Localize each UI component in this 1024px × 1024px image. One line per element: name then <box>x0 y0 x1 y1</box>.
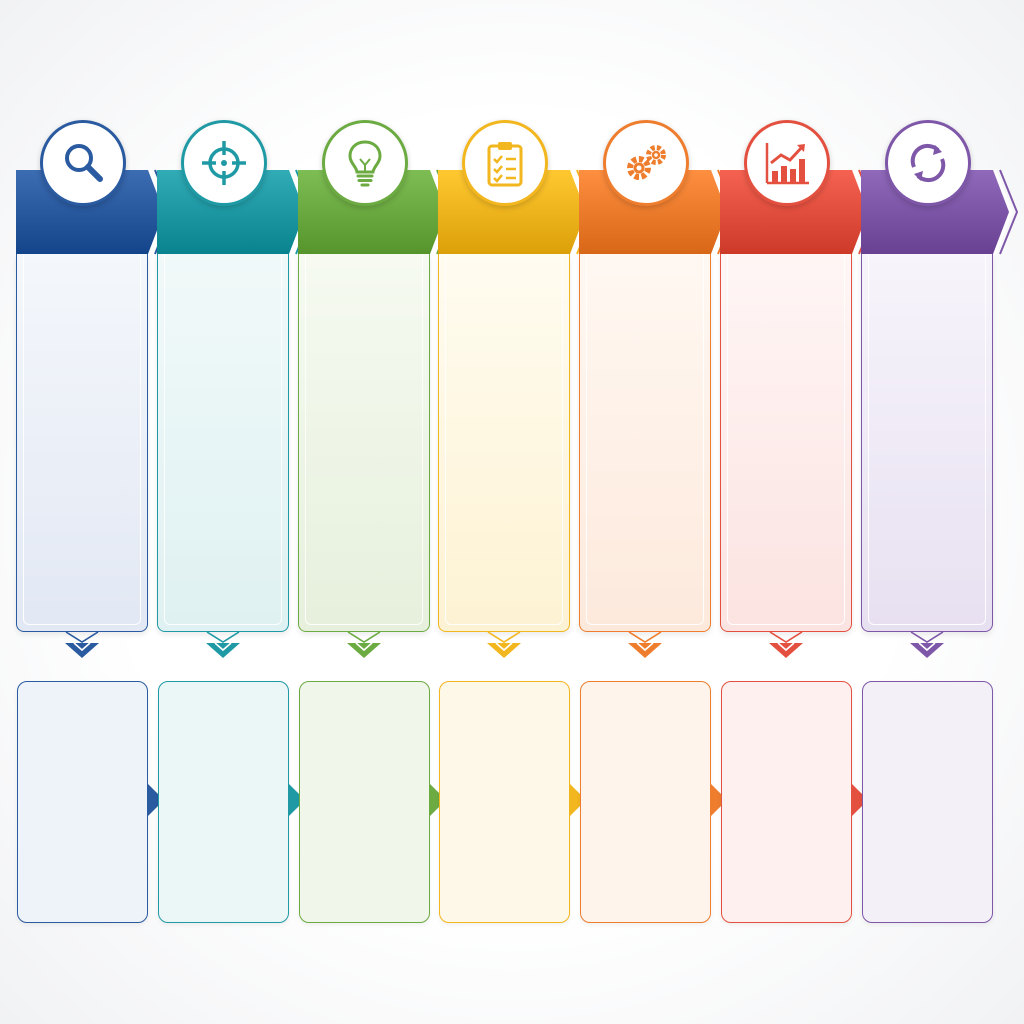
step-icon-badge <box>462 120 549 206</box>
right-arrow-icon <box>147 783 164 817</box>
step-icon-badge <box>321 120 408 206</box>
step-content-column <box>438 254 571 632</box>
process-step-4 <box>438 0 596 1024</box>
step-content-column <box>720 254 852 632</box>
step-icon-badge <box>40 120 126 206</box>
step-icon-badge <box>884 120 971 206</box>
clipboard-checklist-icon <box>487 142 523 187</box>
process-step-3 <box>297 0 455 1024</box>
right-arrow-icon <box>428 783 446 817</box>
refresh-cycle-icon <box>910 143 946 183</box>
down-arrow-icon <box>487 631 522 658</box>
process-step-1 <box>16 0 174 1024</box>
right-arrow-icon <box>287 783 305 817</box>
step-detail-box <box>580 681 712 923</box>
down-arrow-icon <box>205 631 240 658</box>
gears-icon <box>627 145 667 180</box>
right-arrow-icon <box>851 783 868 817</box>
process-step-7 <box>860 0 1018 1024</box>
process-step-2 <box>156 0 314 1024</box>
step-icon-badge <box>180 120 267 206</box>
down-arrow-icon <box>769 631 803 658</box>
step-detail-box <box>298 681 430 923</box>
step-detail-box <box>861 681 993 923</box>
process-step-5 <box>579 0 737 1024</box>
step-icon-badge <box>744 120 830 206</box>
bar-chart-growth-icon <box>765 143 809 185</box>
step-detail-box <box>157 681 289 923</box>
lightbulb-icon <box>348 140 382 187</box>
down-arrow-icon <box>628 631 663 658</box>
step-content-column <box>156 254 289 632</box>
step-content-column <box>860 254 993 632</box>
step-detail-box <box>721 681 852 923</box>
step-icon-badge <box>603 120 690 206</box>
step-content-column <box>16 254 148 632</box>
magnifier-icon <box>65 144 103 182</box>
step-detail-box <box>17 681 148 923</box>
down-arrow-icon <box>909 631 944 658</box>
step-detail-box <box>439 681 571 923</box>
down-arrow-icon <box>65 631 99 658</box>
right-arrow-icon <box>569 783 587 817</box>
process-step-6 <box>720 0 878 1024</box>
step-content-column <box>297 254 430 632</box>
step-content-column <box>579 254 712 632</box>
right-arrow-icon <box>710 783 728 817</box>
target-crosshair-icon <box>201 141 246 185</box>
down-arrow-icon <box>346 631 381 658</box>
